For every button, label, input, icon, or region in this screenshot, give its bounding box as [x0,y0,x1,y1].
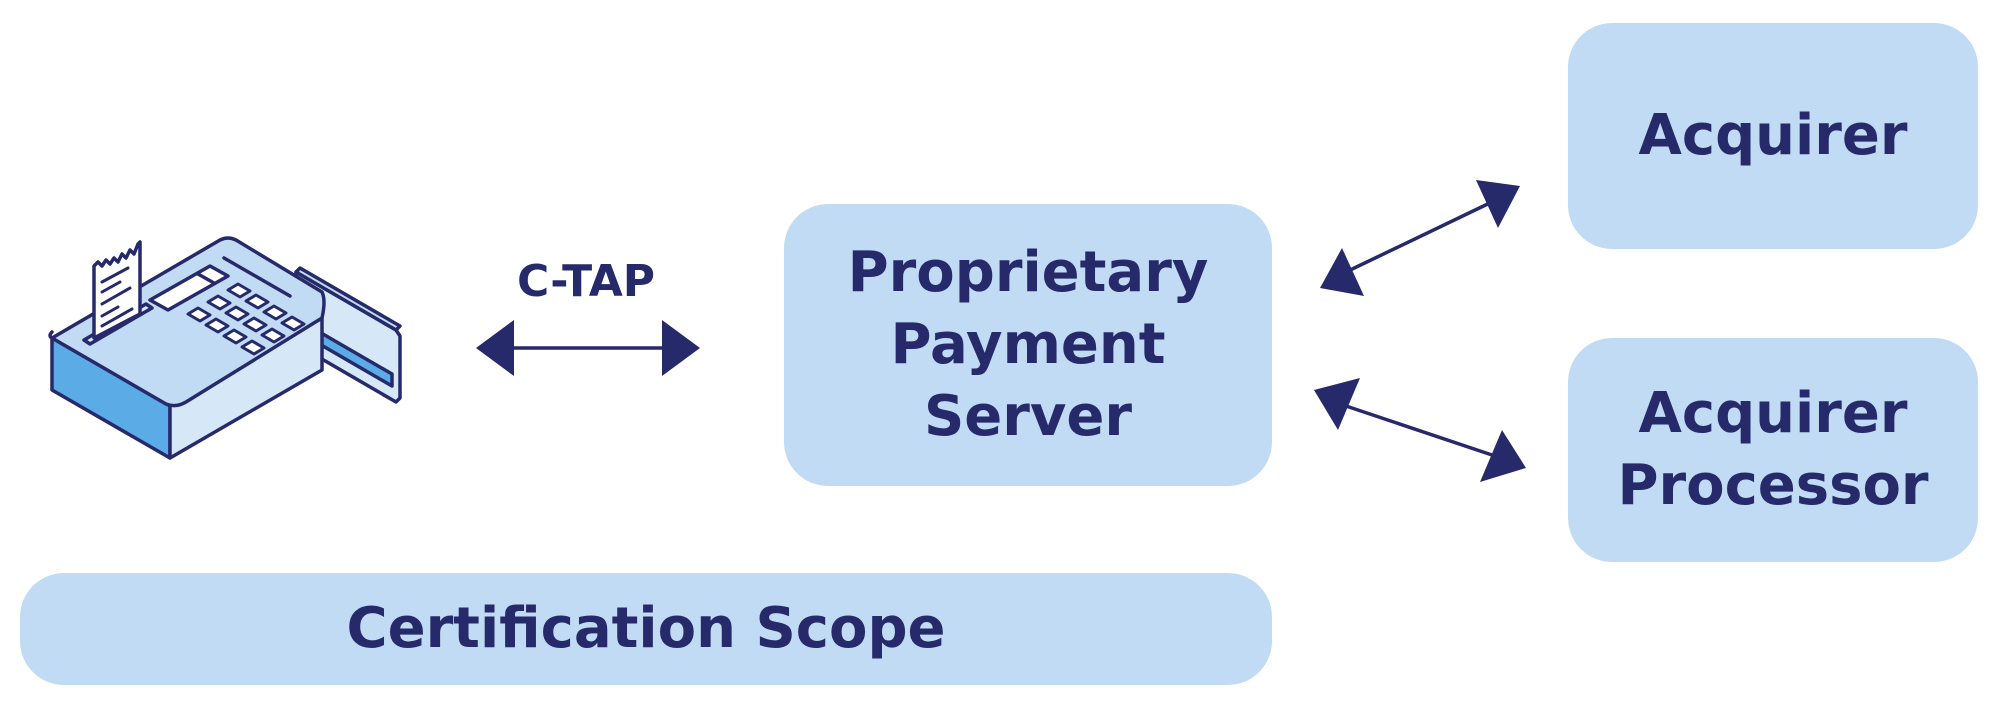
processor-label: Acquirer Processor [1617,381,1929,518]
connector-processor [1314,378,1526,482]
arrowhead-right [662,320,700,376]
connector-acquirer [1320,180,1520,296]
arrowhead-processor-side [1480,430,1526,482]
ctap-label: C-TAP [517,256,655,307]
acquirer-label: Acquirer [1638,103,1908,168]
scope-label: Certification Scope [346,596,946,661]
certification-scope-box: Certification Scope [20,573,1272,685]
acquirer-box: Acquirer [1568,23,1978,249]
arrowhead-server-side [1314,378,1360,430]
acquirer-processor-box: Acquirer Processor [1568,338,1978,562]
proprietary-payment-server-box: Proprietary Payment Server [784,204,1272,486]
payment-terminal-icon [48,236,402,460]
arrowhead-acquirer-side [1476,180,1520,228]
arrowhead-server-side [1320,248,1364,296]
connector-ctap [476,320,700,376]
arrowhead-left [476,320,514,376]
server-label: Proprietary Payment Server [847,240,1209,449]
